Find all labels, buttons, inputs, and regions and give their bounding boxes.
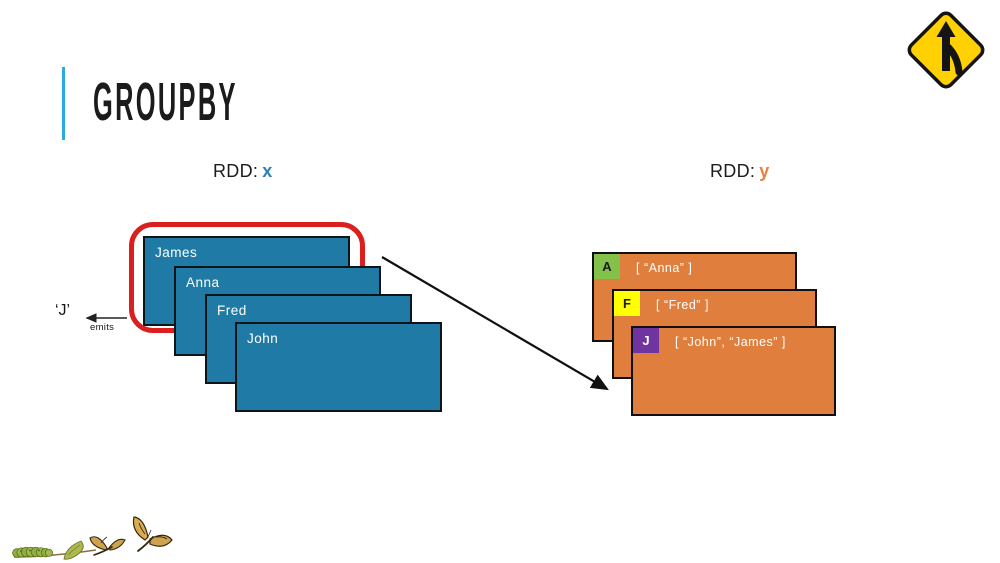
key-badge-f: F	[614, 291, 640, 316]
rdd-x-var: x	[262, 161, 273, 181]
merge-arrow-glyph	[936, 21, 963, 76]
card-label: Anna	[186, 275, 220, 290]
butterfly-small	[89, 536, 126, 556]
butterfly-large	[132, 516, 173, 552]
card-label: John	[247, 331, 279, 346]
chrysalis	[63, 540, 84, 560]
caterpillar	[12, 546, 53, 558]
emits-key: ‘J’	[55, 302, 71, 319]
rdd-x-label: RDD:x	[213, 161, 273, 182]
page-title: GROUPBY	[93, 72, 238, 132]
rdd-y-var: y	[759, 161, 770, 181]
card-value: [ “Anna” ]	[636, 261, 693, 275]
rdd-y-label: RDD:y	[710, 161, 770, 182]
merge-sign-icon	[907, 11, 985, 89]
key-badge-j: J	[633, 328, 659, 353]
card-label: James	[155, 245, 198, 260]
rdd-x-prefix: RDD:	[213, 161, 259, 181]
key-badge-a: A	[594, 254, 620, 279]
card-value: [ “John”, “James” ]	[675, 335, 786, 349]
source-card-john: John	[235, 322, 442, 412]
card-label: Fred	[217, 303, 247, 318]
emits-label: emits	[90, 322, 115, 333]
rdd-y-prefix: RDD:	[710, 161, 756, 181]
metamorphosis-icon	[12, 516, 173, 560]
card-value: [ “Fred” ]	[656, 298, 709, 312]
result-card-j: J [ “John”, “James” ]	[631, 326, 836, 416]
title-accent-bar	[62, 67, 65, 140]
